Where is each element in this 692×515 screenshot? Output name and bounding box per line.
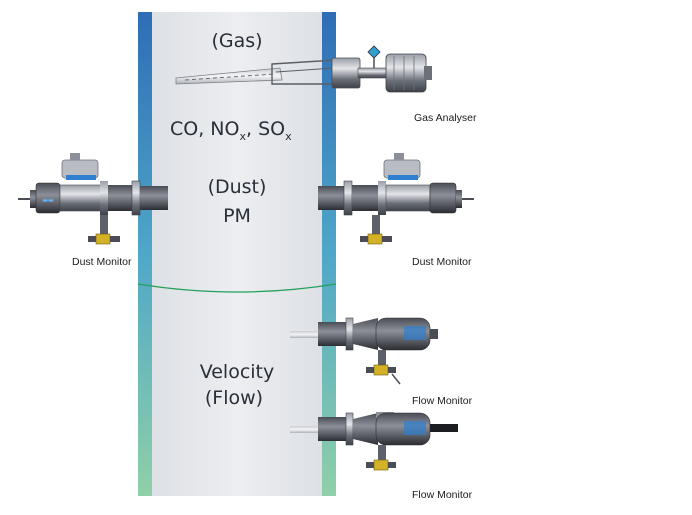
gas-label: (Gas) [211, 30, 262, 52]
section-divider [137, 283, 337, 293]
flow-bottom-probe [290, 426, 320, 433]
stack-left-wall [138, 12, 152, 496]
flow-monitor-top-label: Flow Monitor [412, 395, 473, 407]
dust-right-flange [343, 180, 353, 216]
velocity-label: Velocity [200, 361, 275, 383]
dust-monitor-right-label: Dust Monitor [412, 256, 472, 268]
flow-monitor-bottom-instrument [290, 412, 458, 471]
gas-species-label: CO, NOx, SOx [170, 118, 292, 143]
flow-monitor-bottom-label: Flow Monitor [412, 489, 473, 501]
gas-probe-flange [331, 57, 361, 89]
flow-bottom-valve [373, 459, 389, 471]
dust-left-flange [131, 180, 141, 216]
stack-right-wall [322, 12, 336, 496]
stack [137, 12, 337, 496]
flow-top-probe [290, 331, 320, 338]
gas-analyser-body [385, 53, 427, 93]
gas-analyser-label: Gas Analyser [414, 112, 477, 124]
flow-label: (Flow) [205, 387, 263, 409]
dust-monitor-left-label: Dust Monitor [72, 256, 132, 268]
stack-interior [151, 12, 323, 496]
dust-right-receiver [429, 182, 457, 214]
gas-valve-icon [367, 45, 381, 59]
dust-left-valve [95, 233, 111, 245]
gas-probe-tube [175, 67, 283, 85]
flow-monitor-top-instrument [290, 317, 438, 385]
dust-right-valve [367, 233, 383, 245]
flow-bottom-cable [430, 424, 458, 432]
svg-text:▬▬: ▬▬ [42, 197, 54, 204]
dust-monitor-right-instrument [318, 153, 474, 245]
dust-label: (Dust) [208, 176, 267, 198]
dust-monitor-left-instrument: ▬▬ [18, 153, 168, 245]
flow-top-valve [373, 364, 389, 376]
pm-label: PM [223, 205, 251, 227]
gas-analyser-instrument [175, 45, 432, 93]
